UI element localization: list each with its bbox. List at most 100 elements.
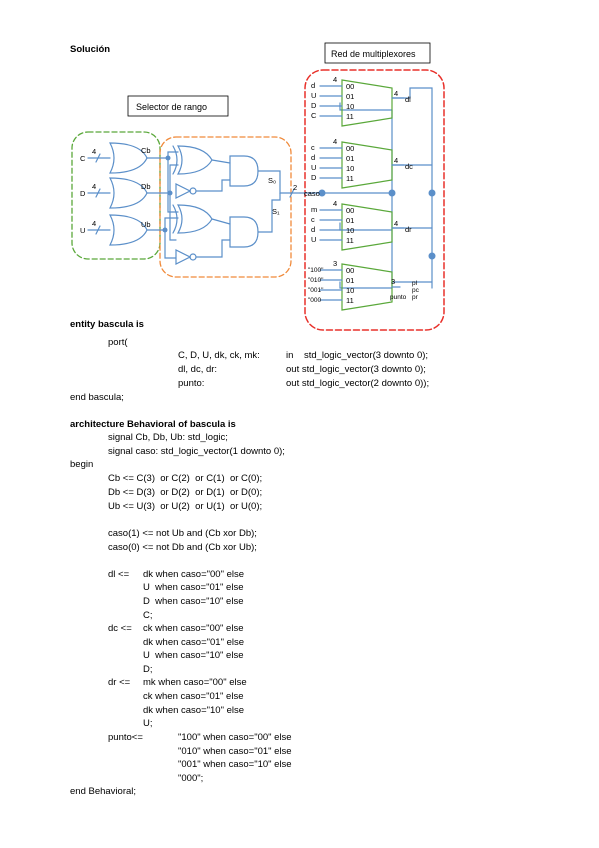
dc-line-1: ck when caso="00" else xyxy=(143,623,244,634)
mux2-out: dc xyxy=(405,162,413,171)
dr-lhs: dr <= xyxy=(108,677,131,688)
dl-line-2: U when caso="01" else xyxy=(143,582,244,593)
mux1-sel-10: 10 xyxy=(346,102,354,111)
mux3-sel-00: 00 xyxy=(346,206,354,215)
dl-line-3: D when caso="10" else xyxy=(143,596,244,607)
dl-line-1: dk when caso="00" else xyxy=(143,569,245,580)
mux1-in-0: d xyxy=(311,81,315,90)
mux1-in-1: U xyxy=(311,91,316,100)
or-gate-u xyxy=(109,214,148,246)
mux4-sel-01: 01 xyxy=(346,276,354,285)
mux2-sel-01: 01 xyxy=(346,154,354,163)
mux3-out-width: 4 xyxy=(394,219,398,228)
mux4-in-0: "100" xyxy=(308,267,324,274)
mux4-in-2: "001" xyxy=(308,287,324,294)
mux3-out: dr xyxy=(405,225,412,234)
port-dir-3: out std_logic_vector(2 downto 0)); xyxy=(286,378,430,389)
mux4-out-width: 3 xyxy=(391,277,395,286)
or-out-cb: Cb xyxy=(141,146,151,155)
mux-4 xyxy=(341,263,393,311)
signal-1: signal Cb, Db, Ub: std_logic; xyxy=(108,432,228,443)
dr-line-1: mk when caso="00" else xyxy=(143,677,247,688)
dl-lhs: dl <= xyxy=(108,569,130,580)
mux4-out-pc: pc xyxy=(412,287,420,294)
mux4-sel-10: 10 xyxy=(346,286,354,295)
s0-label: S₀ xyxy=(268,176,276,185)
mux1-width: 4 xyxy=(333,75,337,84)
or-gate-c xyxy=(109,142,148,174)
mux-2 xyxy=(341,141,393,189)
mux1-sel-01: 01 xyxy=(346,92,354,101)
mux4-in-3: "000 xyxy=(308,297,322,304)
mux3-in-2: d xyxy=(311,225,315,234)
circuit-diagram: Selector de rango Red de multiplexores C… xyxy=(71,42,445,331)
mux-label: Red de multiplexores xyxy=(331,49,416,59)
mux2-sel-11: 11 xyxy=(346,174,354,183)
punto-line-4: "000"; xyxy=(178,773,204,784)
caso-line-2: caso(0) <= not Db and (Cb xor Ub); xyxy=(108,542,257,553)
bus-width-u: 4 xyxy=(92,219,96,228)
or-out-ub: Ub xyxy=(141,220,151,229)
dc-line-2: dk when caso="01" else xyxy=(143,637,245,648)
end-arch: end Behavioral; xyxy=(70,786,137,797)
mux4-out-pr: pr xyxy=(412,294,419,301)
xor-gate-1 xyxy=(176,145,213,175)
and-gate-2 xyxy=(229,216,259,248)
mux2-in-0: c xyxy=(311,143,315,152)
or-gate-d xyxy=(109,177,148,209)
selector-region xyxy=(159,136,292,278)
dc-line-4: D; xyxy=(143,664,153,675)
mux3-sel-11: 11 xyxy=(346,236,354,245)
port-open: port( xyxy=(108,337,128,348)
mux1-out: dl xyxy=(405,95,411,104)
mux2-sel-10: 10 xyxy=(346,164,354,173)
port-names-3: punto: xyxy=(178,378,205,389)
bus-width-c: 4 xyxy=(92,147,96,156)
and-gate-1 xyxy=(229,155,259,187)
mux3-in-0: m xyxy=(311,205,317,214)
page-heading: Solución xyxy=(70,44,111,55)
port-names-2: dl, dc, dr: xyxy=(178,364,218,375)
mux2-width: 4 xyxy=(333,137,337,146)
mux-1 xyxy=(341,79,393,127)
port-dir-1: in std_logic_vector(3 downto 0); xyxy=(286,350,429,361)
input-u: U xyxy=(80,226,85,235)
dr-line-4: U; xyxy=(143,718,153,729)
mux1-out-width: 4 xyxy=(394,89,398,98)
mux2-in-2: U xyxy=(311,163,316,172)
not-gate-2 xyxy=(175,249,192,265)
punto-lhs: punto<= xyxy=(108,732,143,743)
mux3-in-3: U xyxy=(311,235,316,244)
or-line-2: Db <= D(3) or D(2) or D(1) or D(0); xyxy=(108,487,263,498)
punto-line-2: "010" when caso="01" else xyxy=(178,746,292,757)
mux3-sel-10: 10 xyxy=(346,226,354,235)
or-line-1: Cb <= C(3) or C(2) or C(1) or C(0); xyxy=(108,473,263,484)
bus-width-d: 4 xyxy=(92,182,96,191)
selector-label-box xyxy=(127,95,229,117)
mux4-in-1: "010" xyxy=(308,277,324,284)
s1-label: S₁ xyxy=(272,207,280,216)
punto-line-3: "001" when caso="10" else xyxy=(178,759,292,770)
or-gates-region xyxy=(71,131,161,260)
mux2-in-3: D xyxy=(311,173,317,182)
mux3-sel-01: 01 xyxy=(346,216,354,225)
caso-label: caso xyxy=(304,189,320,198)
mux3-width: 4 xyxy=(333,199,337,208)
caso-line-1: caso(1) <= not Ub and (Cb xor Db); xyxy=(108,528,257,539)
dc-lhs: dc <= xyxy=(108,623,132,634)
mux4-out-pl: pl xyxy=(412,280,418,287)
signal-2: signal caso: std_logic_vector(1 downto 0… xyxy=(108,446,285,457)
port-dir-2: out std_logic_vector(3 downto 0); xyxy=(286,364,426,375)
or-out-db: Db xyxy=(141,182,151,191)
mux1-sel-11: 11 xyxy=(346,112,354,121)
arch-header: architecture Behavioral of bascula is xyxy=(70,419,236,430)
mux-3 xyxy=(341,203,393,251)
mux-label-box xyxy=(324,42,431,64)
mux2-in-1: d xyxy=(311,153,315,162)
input-d: D xyxy=(80,189,86,198)
mux2-sel-00: 00 xyxy=(346,144,354,153)
mux4-sel-11: 11 xyxy=(346,296,354,305)
mux4-sel-00: 00 xyxy=(346,266,354,275)
xor-gate-2 xyxy=(176,204,213,234)
dr-line-2: ck when caso="01" else xyxy=(143,691,244,702)
